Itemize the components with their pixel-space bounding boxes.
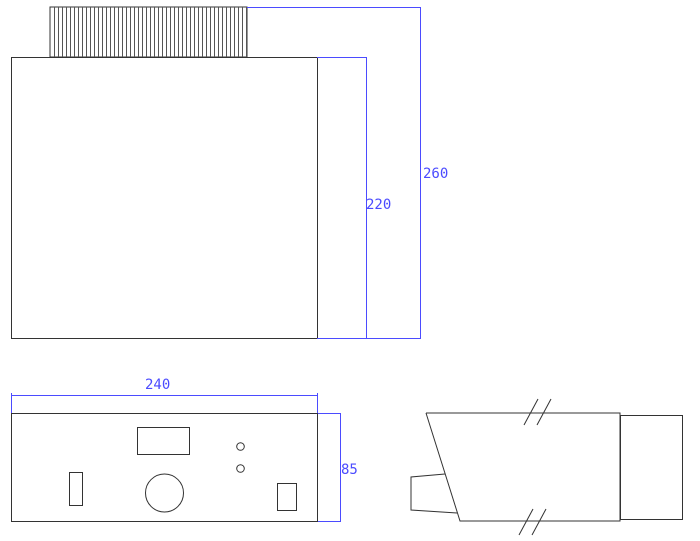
knob — [145, 473, 184, 513]
dimension-label-front-height: 85 — [341, 462, 358, 478]
side-view-body — [425, 412, 621, 522]
indicator-led-1 — [236, 442, 245, 451]
dimension-label-outer-height: 260 — [423, 166, 449, 182]
break-marks — [518, 398, 552, 536]
front-view-body — [11, 413, 318, 522]
side-view-rear-block — [620, 415, 683, 520]
indicator-led-2 — [236, 464, 245, 473]
dimension-lines-top — [247, 7, 421, 339]
side-view — [410, 412, 683, 522]
left-slot — [69, 472, 83, 506]
dimension-line-width — [11, 393, 318, 413]
heatsink-fins — [49, 6, 248, 58]
top-view-body — [11, 57, 318, 339]
side-view-front-nub — [410, 473, 458, 514]
dimension-label-width: 240 — [145, 377, 171, 393]
dimension-label-inner-height: 220 — [366, 197, 392, 213]
display-window — [137, 427, 190, 455]
dimension-line-height — [317, 413, 341, 522]
right-connector — [277, 483, 297, 511]
